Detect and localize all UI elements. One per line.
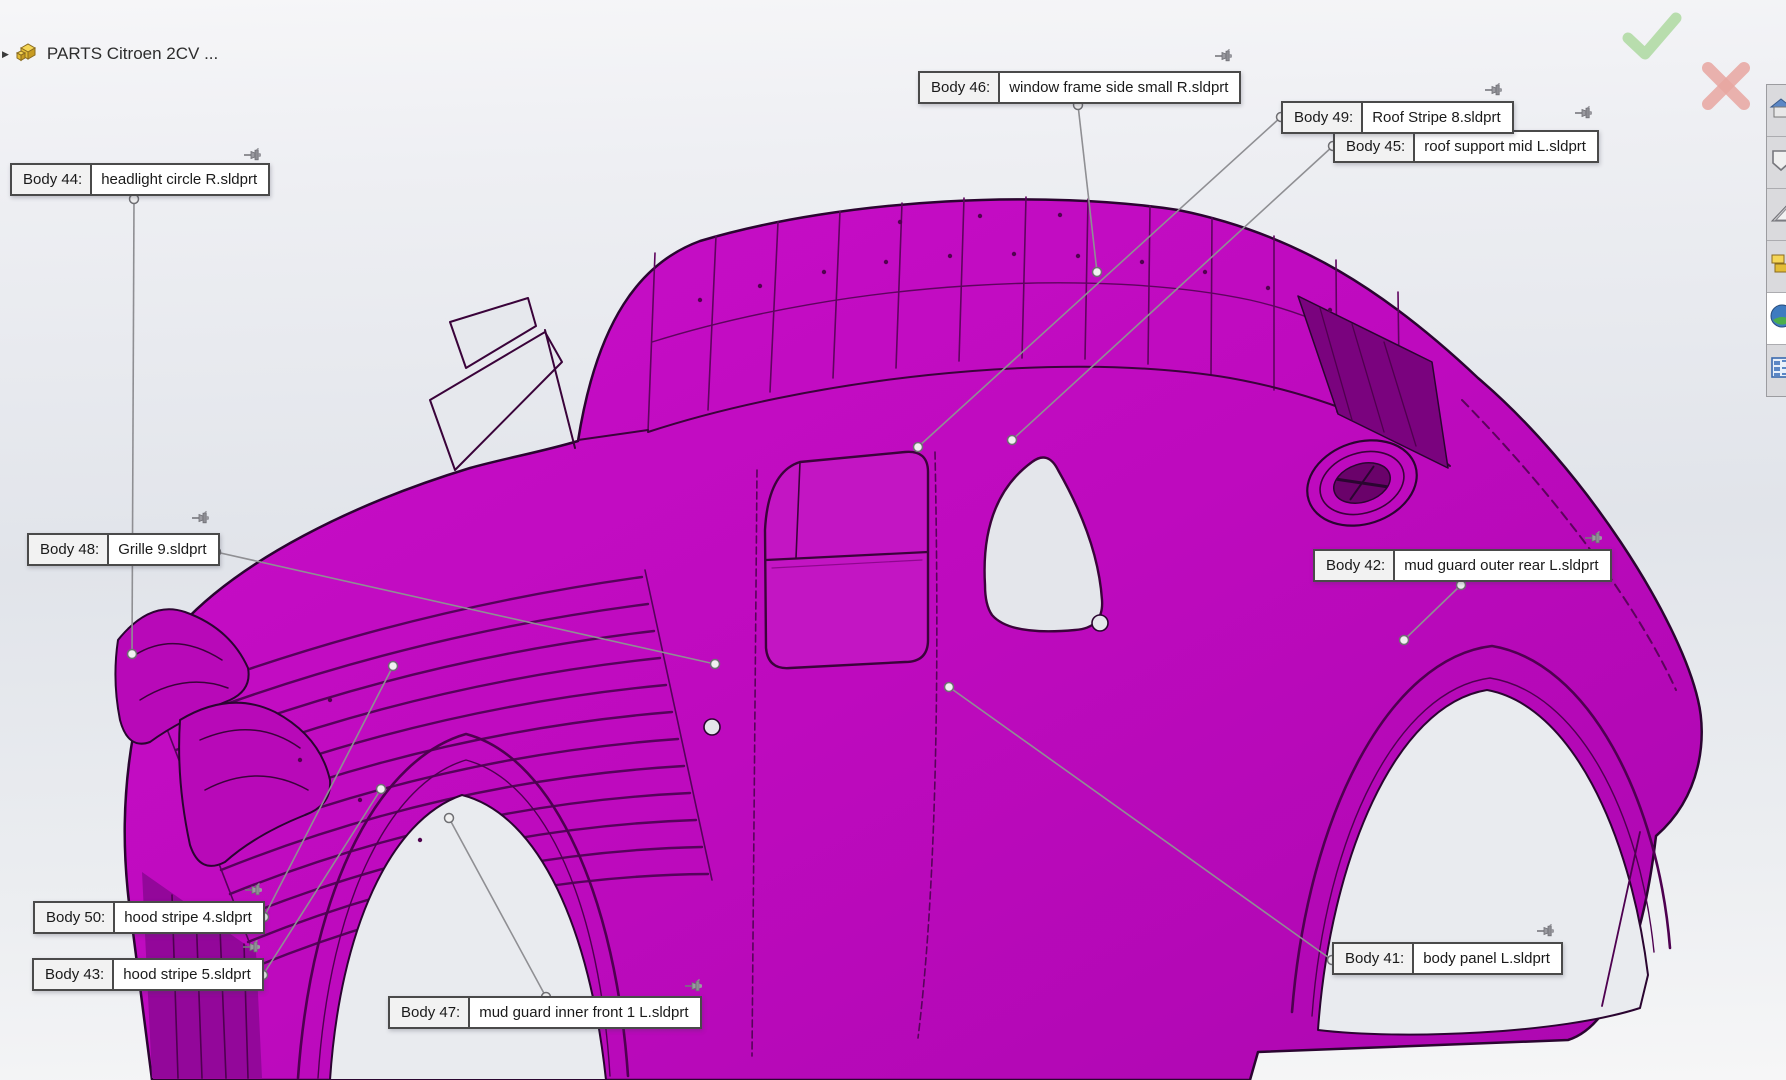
callout-part-name: Grille 9.sldprt — [109, 535, 218, 564]
appearances-icon[interactable] — [1767, 293, 1786, 345]
callout-part-name: body panel L.sldprt — [1414, 944, 1561, 973]
callout-body45[interactable]: Body 45:roof support mid L.sldprt — [1333, 130, 1599, 163]
door-window[interactable] — [763, 450, 930, 670]
callout-body46[interactable]: Body 46:window frame side small R.sldprt — [918, 71, 1242, 104]
callout-body49[interactable]: Body 49:Roof Stripe 8.sldprt — [1281, 101, 1514, 134]
display-style-icon[interactable] — [1767, 137, 1786, 189]
callout-part-name: Roof Stripe 8.sldprt — [1363, 103, 1512, 132]
close-x-icon[interactable] — [1698, 58, 1754, 114]
callout-body41[interactable]: Body 41:body panel L.sldprt — [1332, 942, 1563, 975]
callout-body42[interactable]: Body 42:mud guard outer rear L.sldprt — [1313, 549, 1612, 582]
view-orientation-icon[interactable] — [1767, 85, 1786, 137]
callout-part-name: roof support mid L.sldprt — [1415, 132, 1597, 161]
quarter-window-opening — [983, 456, 1104, 633]
callout-body44[interactable]: Body 44:headlight circle R.sldprt — [10, 163, 271, 196]
callout-body50[interactable]: Body 50:hood stripe 4.sldprt — [33, 901, 265, 934]
callout-body47[interactable]: Body 47:mud guard inner front 1 L.sldprt — [388, 996, 702, 1029]
callout-body-number: Body 50: — [35, 903, 116, 932]
feature-tree-item[interactable]: ▶ PARTS Citroen 2CV ... — [2, 40, 218, 68]
scene-settings-icon[interactable] — [1767, 345, 1786, 396]
callout-part-name: mud guard outer rear L.sldprt — [1395, 551, 1610, 580]
callout-body-number: Body 45: — [1335, 132, 1416, 161]
callout-body-number: Body 41: — [1334, 944, 1415, 973]
checkmark-icon[interactable] — [1616, 8, 1688, 64]
callout-part-name: hood stripe 5.sldprt — [114, 960, 262, 989]
oval-vent[interactable] — [1296, 427, 1428, 540]
section-view-icon[interactable] — [1767, 189, 1786, 241]
windshield-openings — [429, 297, 563, 471]
callout-body-number: Body 48: — [29, 535, 110, 564]
callout-part-name: headlight circle R.sldprt — [92, 165, 269, 194]
callout-body43[interactable]: Body 43:hood stripe 5.sldprt — [32, 958, 264, 991]
view-heads-up-toolbar[interactable] — [1766, 84, 1786, 397]
callout-part-name: window frame side small R.sldprt — [1000, 73, 1240, 102]
part-icon — [15, 40, 40, 68]
callout-body-number: Body 44: — [12, 165, 93, 194]
callout-part-name: mud guard inner front 1 L.sldprt — [470, 998, 700, 1027]
callout-body-number: Body 43: — [34, 960, 115, 989]
hide-show-icon[interactable] — [1767, 241, 1786, 293]
tree-item-label[interactable]: PARTS Citroen 2CV ... — [46, 44, 219, 63]
callout-body-number: Body 42: — [1315, 551, 1396, 580]
callout-part-name: hood stripe 4.sldprt — [115, 903, 263, 932]
tree-expand-arrow[interactable]: ▶ — [2, 48, 9, 59]
callout-body48[interactable]: Body 48:Grille 9.sldprt — [27, 533, 220, 566]
callout-body-number: Body 49: — [1283, 103, 1364, 132]
callout-body-number: Body 47: — [390, 998, 471, 1027]
callout-body-number: Body 46: — [920, 73, 1001, 102]
